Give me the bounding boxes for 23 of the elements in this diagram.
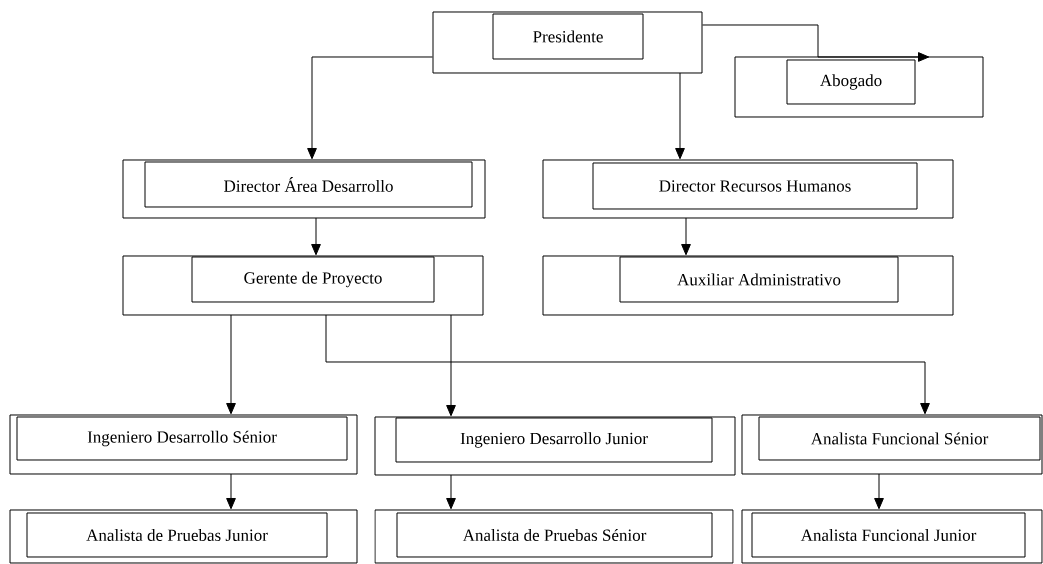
arrow: [325, 314, 930, 415]
org-box: Presidente: [432, 11, 703, 74]
org-box: Analista Funcional Junior: [741, 509, 1043, 564]
arrow: [226, 314, 236, 415]
arrow: [702, 24, 930, 62]
org-box: Ingeniero Desarrollo Junior: [374, 416, 736, 476]
arrow: [446, 314, 456, 417]
arrow: [307, 56, 433, 160]
arrow: [675, 72, 685, 160]
org-box: Analista de Pruebas Junior: [9, 509, 358, 564]
org-box: Director Área Desarrollo: [122, 159, 486, 219]
arrow: [446, 474, 456, 510]
org-box: Ingeniero Desarrollo Sénior: [9, 414, 358, 475]
arrow: [681, 217, 691, 256]
org-box: Director Recursos Humanos: [542, 159, 954, 219]
org-box: Analista Funcional Sénior: [741, 414, 1043, 475]
org-box: Analista de Pruebas Sénior: [374, 509, 734, 564]
org-box: Auxiliar Administrativo: [542, 255, 954, 316]
arrow: [874, 473, 884, 510]
arrow: [311, 217, 321, 256]
org-box: Gerente de Proyecto: [122, 255, 484, 316]
org-box: Abogado: [734, 56, 984, 118]
arrow: [226, 473, 236, 510]
